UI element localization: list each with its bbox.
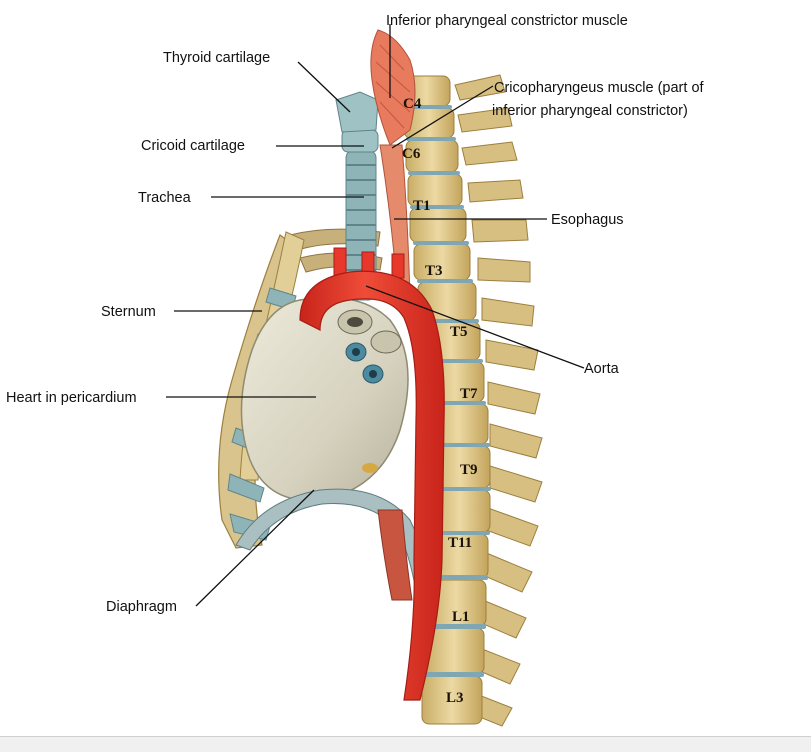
vertebra-label-c4: C4 [403, 96, 422, 112]
bottom-edge-bar [0, 736, 811, 752]
label-diaphragm: Diaphragm [106, 599, 177, 615]
label-sternum: Sternum [101, 304, 156, 320]
label-aorta: Aorta [584, 361, 620, 377]
vertebra-label-l3: L3 [446, 690, 464, 706]
inferior-pharyngeal-constrictor-muscle [371, 30, 415, 145]
vertebra-label-t3: T3 [425, 263, 443, 279]
label-cricoid-cartilage: Cricoid cartilage [141, 138, 245, 154]
label-thyroid-cartilage: Thyroid cartilage [163, 50, 270, 66]
label-heart-in-pericardium: Heart in pericardium [6, 390, 137, 406]
vertebra-label-l1: L1 [452, 609, 470, 625]
label-inferior-pharyngeal-constrictor: Inferior pharyngeal constrictor muscle [386, 13, 628, 29]
vertebra-label-t1: T1 [413, 198, 431, 214]
label-trachea: Trachea [138, 190, 192, 206]
leader-thyroid [298, 62, 350, 112]
label-esophagus: Esophagus [551, 212, 624, 228]
vertebra-label-t7: T7 [460, 386, 478, 402]
label-cricopharyngeus-line1: Cricopharyngeus muscle (part of [494, 80, 705, 96]
vertebra-label-c6: C6 [402, 146, 421, 162]
heart-in-pericardium [241, 298, 408, 501]
vertebra-label-t5: T5 [450, 324, 468, 340]
thyroid-cartilage [336, 92, 378, 132]
label-cricopharyngeus-line2: inferior pharyngeal constrictor) [492, 103, 688, 119]
vertebra-label-t11: T11 [448, 535, 472, 551]
vertebra-label-t9: T9 [460, 462, 478, 478]
cricoid-cartilage [342, 130, 378, 152]
